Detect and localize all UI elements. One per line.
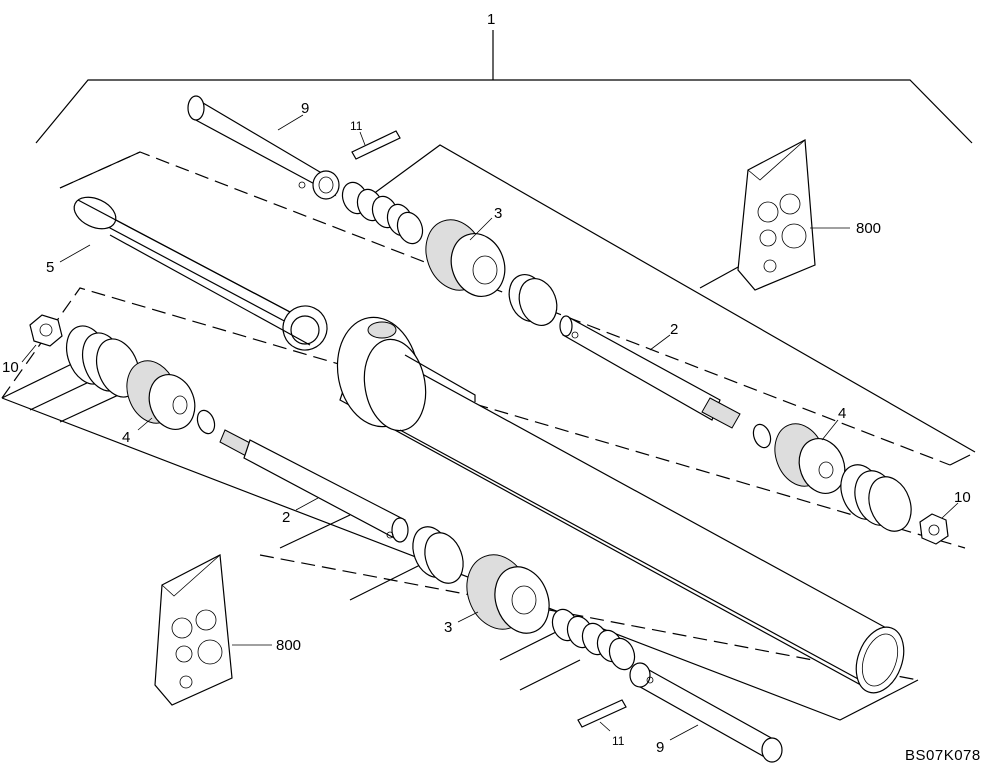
callout-seal-kit-bottom: 800 bbox=[276, 637, 301, 654]
left-seal-rings bbox=[65, 325, 141, 398]
rod-top-part bbox=[559, 315, 741, 429]
callout-rod-bottom: 2 bbox=[282, 509, 290, 526]
callout-rod-top: 2 bbox=[670, 321, 678, 338]
callout-piston-right: 4 bbox=[838, 405, 846, 422]
nut-right-part bbox=[919, 513, 949, 545]
top-oring-pair bbox=[508, 274, 558, 326]
callout-assembly: 1 bbox=[487, 11, 495, 28]
callout-roll-pin-bottom: 11 bbox=[612, 734, 625, 748]
nut-left-part bbox=[29, 314, 63, 347]
tube-part bbox=[73, 196, 328, 351]
piston-left-part bbox=[126, 360, 196, 430]
callout-roll-pin-top: 11 bbox=[350, 119, 363, 133]
seal-kit-top-part bbox=[737, 139, 816, 291]
callout-labels: 1 9 11 3 800 5 2 10 4 4 10 2 3 800 11 9 bbox=[2, 11, 971, 756]
right-oring bbox=[752, 423, 772, 449]
callout-tube: 5 bbox=[46, 259, 54, 276]
right-seal-rings bbox=[840, 464, 912, 532]
head-top-part bbox=[425, 219, 506, 297]
pin-top-part bbox=[187, 95, 340, 200]
leader-lines bbox=[21, 114, 959, 741]
callout-pin-bottom: 9 bbox=[656, 739, 664, 756]
lower-group-envelope bbox=[1, 287, 966, 721]
roll-pin-top-part bbox=[351, 130, 401, 160]
callout-nut-left: 10 bbox=[2, 359, 19, 376]
pin-bottom-part bbox=[629, 662, 783, 763]
roll-pin-bottom-part bbox=[577, 699, 627, 728]
piston-right-part bbox=[774, 423, 846, 494]
callout-seal-kit-top: 800 bbox=[856, 220, 881, 237]
rod-bottom-part bbox=[219, 429, 409, 543]
seal-kit-bottom-part bbox=[154, 554, 233, 706]
assembly-bracket bbox=[35, 30, 973, 144]
left-oring bbox=[196, 409, 216, 435]
cylinder-barrel bbox=[336, 316, 905, 694]
top-seal-rings bbox=[341, 181, 424, 245]
head-bottom-part bbox=[466, 554, 550, 634]
callout-head-bottom: 3 bbox=[444, 619, 452, 636]
bottom-seal-rings bbox=[551, 608, 636, 671]
bottom-oring-pair bbox=[412, 526, 464, 584]
callout-piston-left: 4 bbox=[122, 429, 130, 446]
callout-pin-top: 9 bbox=[301, 100, 309, 117]
callout-nut-right: 10 bbox=[954, 489, 971, 506]
drawing-code: BS07K078 bbox=[905, 747, 981, 764]
callout-head-top: 3 bbox=[494, 205, 502, 222]
